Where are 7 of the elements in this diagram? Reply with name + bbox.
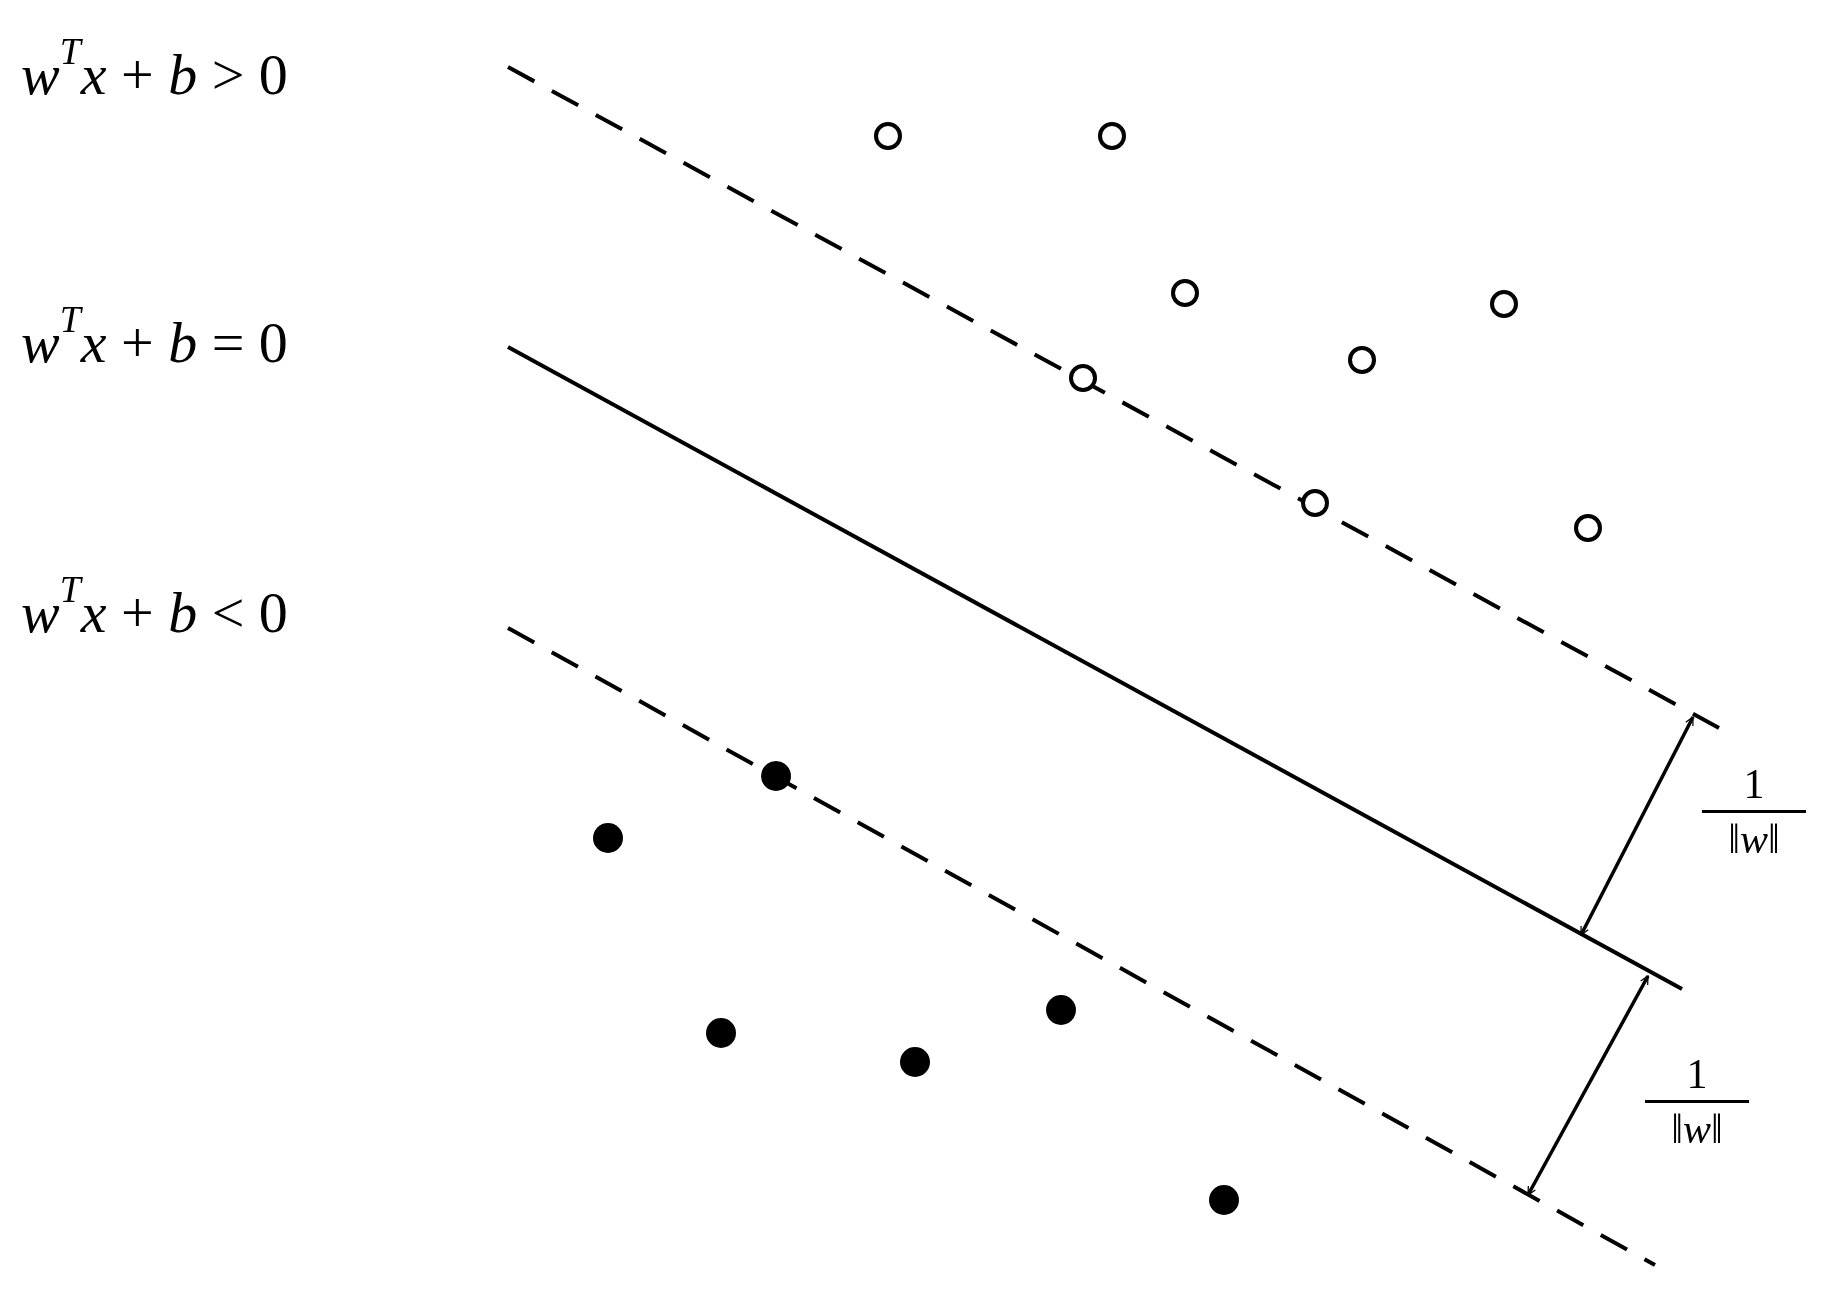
fraction-numerator: 1	[1686, 1052, 1708, 1096]
fraction-denominator: ‖w‖	[1728, 817, 1780, 861]
fraction-denominator: ‖w‖	[1671, 1107, 1723, 1151]
equation-label: w$^{T}$x + b = 0	[21, 308, 288, 377]
fraction-numerator: 1	[1743, 762, 1765, 806]
equation-label: w$^{T}$x + b < 0	[21, 578, 288, 647]
equation-label: w$^{T}$x + b > 0	[21, 40, 288, 109]
